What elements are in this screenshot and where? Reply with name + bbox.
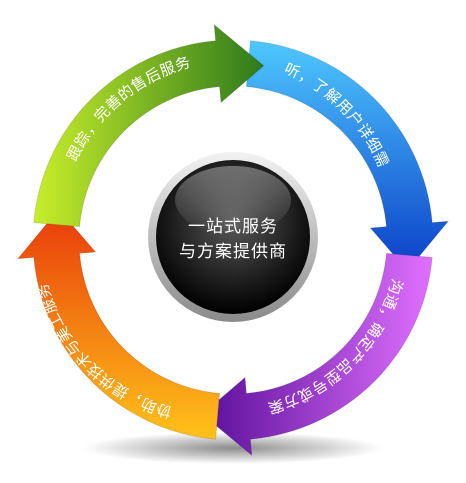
arrow-follow	[33, 23, 265, 228]
arrow-listen	[245, 40, 450, 272]
cycle-arrows	[16, 23, 450, 457]
arrow-communicate	[201, 252, 433, 457]
floor-shadow	[83, 432, 383, 464]
center-title-line1: 一站式服务	[188, 217, 278, 237]
center-hub: 一站式服务 与方案提供商	[148, 152, 318, 322]
arrow-assist	[16, 208, 221, 440]
center-title-line2: 与方案提供商	[179, 242, 287, 262]
